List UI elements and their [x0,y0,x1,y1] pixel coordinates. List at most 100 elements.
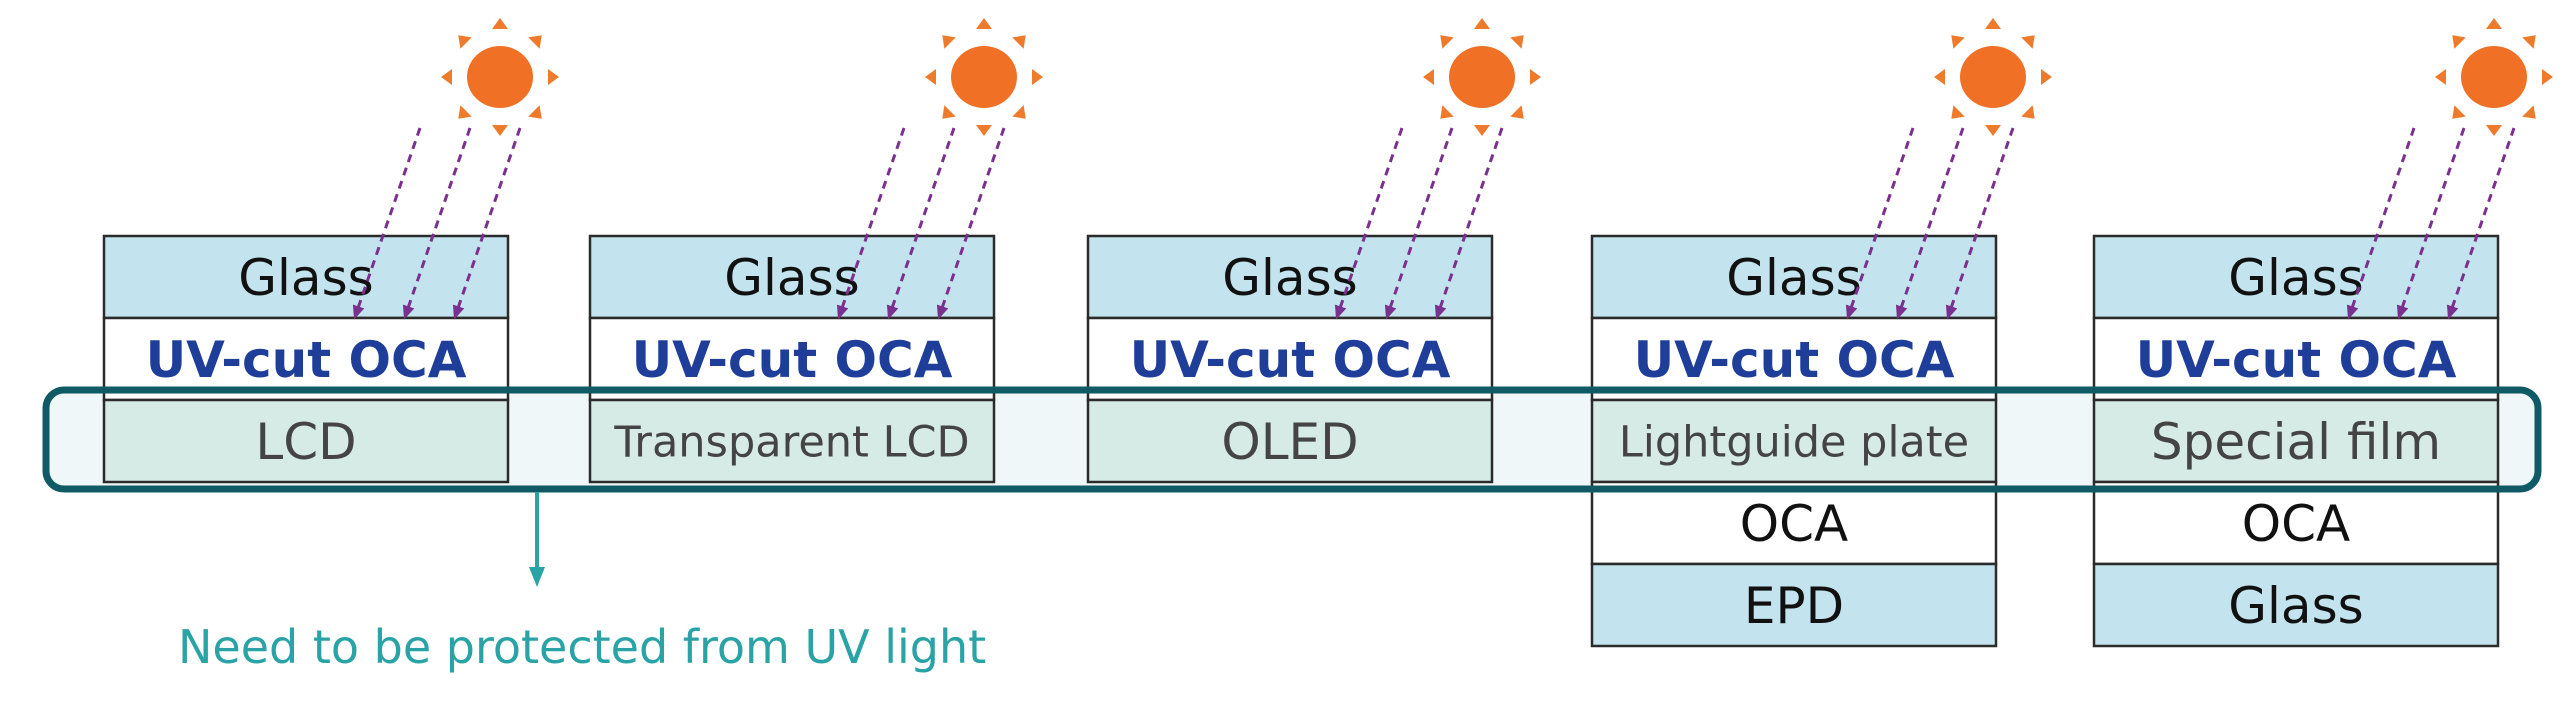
layer-label: UV-cut OCA [2136,331,2457,389]
layer-label: OCA [2242,495,2350,553]
layer-glass [1590,562,1998,648]
uv-ray-arrow [1384,127,1454,320]
sun-ray [942,105,956,119]
layer-uvcut [1086,316,1494,402]
sun-ray [2435,69,2446,85]
layer-label: Glass [2228,577,2363,635]
uv-ray-group [1334,127,1504,320]
uv-ray-arrow [2446,127,2516,320]
layer-label: Glass [1222,249,1357,307]
layer-label: UV-cut OCA [1634,331,1955,389]
layer-label: OLED [1221,413,1358,471]
sun-ray [492,18,508,29]
sun-ray [1951,35,1965,49]
layer-label: Glass [1726,249,1861,307]
uv-ray-arrow [1334,127,1404,320]
sun-ray [2522,35,2536,49]
uv-ray-arrow [936,127,1006,320]
layer-glass [2092,562,2500,648]
sun-core [1960,46,2026,108]
uv-ray-group [1845,127,2015,320]
sun-icon [925,18,1043,136]
sun-ray [1032,69,1043,85]
sun-core [1449,46,1515,108]
sun-ray [942,35,956,49]
layer-protected [102,398,510,484]
sun-ray [1951,105,1965,119]
uv-ray-arrow [1895,127,1965,320]
uv-ray-arrow [1945,127,2015,320]
sun-ray [1423,69,1434,85]
layer-label: OCA [1740,495,1848,553]
uv-ray-arrow [1434,127,1504,320]
sun-ray [976,125,992,136]
sun-ray [2452,35,2466,49]
sun-ray [492,125,508,136]
uv-ray-arrow [836,127,906,320]
sun-ray [528,105,542,119]
layer-label: EPD [1744,577,1844,635]
layer-label: Glass [238,249,373,307]
layer-plain [2092,480,2500,566]
sun-ray [976,18,992,29]
layer-label: UV-cut OCA [632,331,953,389]
uv-ray-arrow [352,127,422,320]
sun-ray [1510,35,1524,49]
layer-label: Special film [2151,413,2441,471]
layer-protected [1086,398,1494,484]
sun-ray [2542,69,2553,85]
sun-ray [441,69,452,85]
uv-ray-arrow [452,127,522,320]
sun-icon [2435,18,2553,136]
uv-ray-group [836,127,1006,320]
sun-ray [1012,35,1026,49]
sun-icon [441,18,559,136]
layer-label: UV-cut OCA [146,331,467,389]
layer-glass [588,234,996,320]
layer-label: UV-cut OCA [1130,331,1451,389]
layer-uvcut [1590,316,1998,402]
sun-ray [1510,105,1524,119]
uv-ray-arrow [2396,127,2466,320]
layer-label: Glass [2228,249,2363,307]
layer-glass [102,234,510,320]
sun-ray [548,69,559,85]
sun-core [467,46,533,108]
sun-ray [1530,69,1541,85]
sun-ray [2021,35,2035,49]
layer-glass [1086,234,1494,320]
layer-plain [1590,480,1998,566]
sun-ray [1474,125,1490,136]
sun-ray [1985,125,2001,136]
sun-ray [528,35,542,49]
uv-ray-arrow [1845,127,1915,320]
uv-ray-group [2346,127,2516,320]
sun-ray [2522,105,2536,119]
layer-label: LCD [255,413,356,471]
layer-uvcut [2092,316,2500,402]
sun-ray [1985,18,2001,29]
suns [441,18,2553,136]
sun-ray [1440,105,1454,119]
sun-ray [925,69,936,85]
uv-ray-arrow [402,127,472,320]
sun-core [2461,46,2527,108]
sun-ray [2486,18,2502,29]
sun-ray [2021,105,2035,119]
layer-protected [1590,398,1998,484]
sun-ray [2452,105,2466,119]
uv-ray-arrow [2346,127,2416,320]
layer-protected [2092,398,2500,484]
sun-ray [1474,18,1490,29]
sun-ray [1440,35,1454,49]
layer-protected [588,398,996,484]
sun-ray [458,105,472,119]
layer-label: Transparent LCD [613,417,969,467]
sun-icon [1423,18,1541,136]
sun-ray [2041,69,2052,85]
uv-ray-arrow [886,127,956,320]
